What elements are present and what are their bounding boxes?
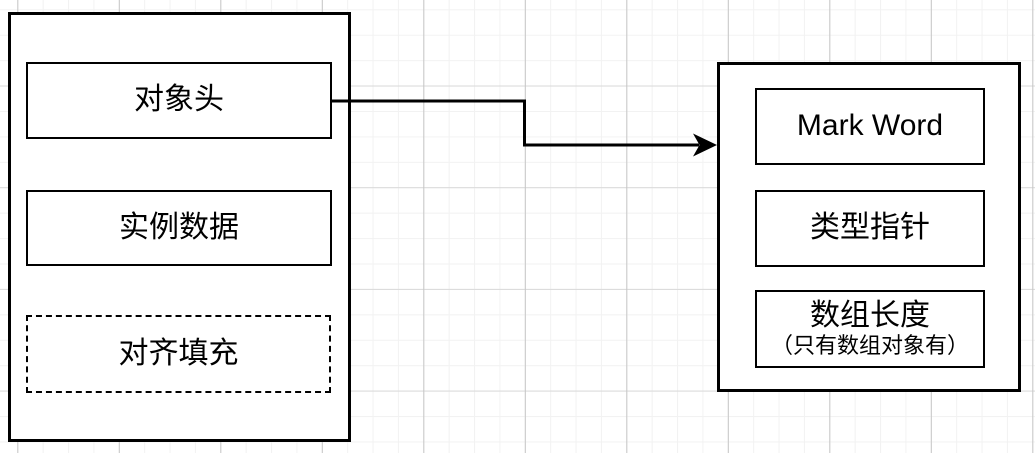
connector-line	[330, 99, 699, 147]
type-pointer-label: 类型指针	[810, 211, 930, 245]
arrowhead-icon	[693, 133, 717, 157]
instance-data-label: 实例数据	[119, 210, 239, 244]
array-length-note: （只有数组对象有）	[770, 333, 969, 359]
box-instance-data: 实例数据	[26, 190, 332, 266]
box-mark-word: Mark Word	[755, 88, 985, 165]
box-alignment-padding: 对齐填充	[26, 315, 331, 393]
object-header-label: 对象头	[134, 83, 224, 117]
box-array-length: 数组长度 （只有数组对象有）	[755, 290, 985, 368]
box-object-header: 对象头	[26, 62, 332, 139]
box-type-pointer: 类型指针	[755, 190, 985, 267]
array-length-label: 数组长度	[810, 298, 930, 332]
mark-word-label: Mark Word	[796, 109, 944, 143]
alignment-padding-label: 对齐填充	[118, 336, 239, 370]
